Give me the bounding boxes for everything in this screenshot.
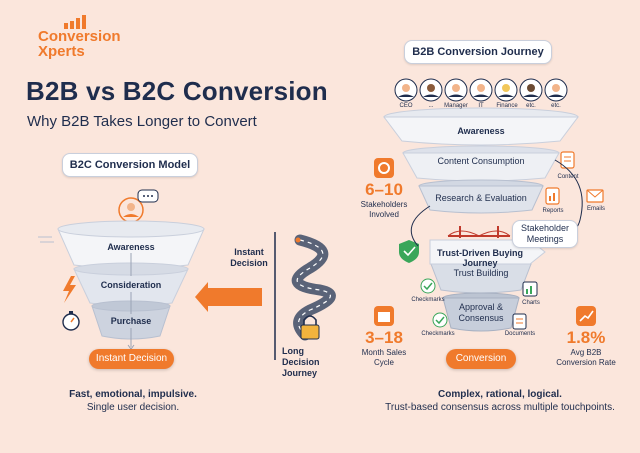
stopwatch-icon xyxy=(62,311,80,331)
page-subtitle: Why B2B Takes Longer to Convert xyxy=(27,113,257,130)
instant-decision-label: Instant Decision xyxy=(230,247,268,268)
instant-arrow-icon xyxy=(195,282,262,312)
stakeholder-label-4: Finance xyxy=(496,103,518,109)
gear-icon xyxy=(374,158,394,178)
report-icon xyxy=(545,187,560,205)
b2b-stage-approval: Approval & Consensus xyxy=(458,302,504,323)
b2c-stage-purchase: Purchase xyxy=(110,316,152,326)
stat-cycle-value: 3–18 xyxy=(365,328,403,347)
touchpoint-checkmarks-a: Checkmarks xyxy=(411,297,445,303)
b2b-stage-research: Research & Evaluation xyxy=(435,193,527,203)
b2c-stage-awareness: Awareness xyxy=(107,242,155,252)
b2b-stage-awareness: Awareness xyxy=(457,126,505,136)
b2b-stage-trust-journey: Trust-Driven Buying Journey xyxy=(436,248,523,268)
chart-icon xyxy=(522,281,538,297)
stakeholder-label-3: IT xyxy=(478,103,484,109)
bar-chart-icon xyxy=(64,15,86,29)
b2c-caption-line2: Single user decision. xyxy=(86,402,180,413)
touchpoint-documents: Documents xyxy=(504,331,536,337)
b2b-caption-line1: Complex, rational, logical. xyxy=(438,389,562,400)
b2b-stage-meetings: Stakeholder Meetings xyxy=(512,220,578,248)
b2b-conversion-badge: Conversion xyxy=(446,349,516,369)
b2b-stage-trust-building: Trust Building xyxy=(453,268,509,278)
touchpoint-reports: Reports xyxy=(542,208,564,214)
stakeholder-label-1: ... xyxy=(428,103,434,109)
b2b-heading: B2B Conversion Journey xyxy=(404,40,552,64)
stat-cycle-label: Month Sales Cycle xyxy=(361,348,407,367)
touchpoint-emails: Emails xyxy=(586,206,605,212)
b2b-stage-content: Content Consumption xyxy=(437,156,525,166)
b2c-heading: B2C Conversion Model xyxy=(62,153,198,177)
stakeholder-label-0: CEO xyxy=(399,103,413,109)
stakeholder-avatars xyxy=(394,78,568,102)
document-icon xyxy=(560,151,575,169)
b2c-stage-consideration: Consideration xyxy=(100,280,162,290)
b2c-instant-decision-badge: Instant Decision xyxy=(89,349,174,369)
stat-rate-value: 1.8% xyxy=(566,328,606,347)
envelope-icon xyxy=(586,189,604,203)
touchpoint-checkmarks-b: Checkmarks xyxy=(421,331,455,337)
winding-road-icon xyxy=(291,234,336,341)
b2b-caption-line2: Trust-based consensus across multiple to… xyxy=(385,402,615,413)
touchpoint-content: Content xyxy=(557,174,579,180)
page-title: B2B vs B2C Conversion xyxy=(26,76,328,106)
documents-icon xyxy=(512,313,527,330)
b2c-caption-line1: Fast, emotional, impulsive. xyxy=(69,389,197,400)
brand-logo-text[interactable]: Conversion Xperts xyxy=(38,28,121,60)
stakeholder-label-2: Manager xyxy=(444,103,468,109)
user-avatar-icon xyxy=(118,197,144,223)
checkmark-icon xyxy=(420,278,436,294)
lightning-icon xyxy=(63,276,76,303)
stat-stakeholders-value: 6–10 xyxy=(365,180,403,199)
shield-check-icon xyxy=(399,240,419,263)
speech-bubble-icon xyxy=(137,189,159,203)
padlock-icon xyxy=(300,315,320,340)
stakeholder-label-5: etc. xyxy=(526,103,536,109)
checkmark-icon xyxy=(432,312,448,328)
long-decision-label: Long Decision Journey xyxy=(282,346,320,378)
bridge-icon xyxy=(447,226,511,238)
calendar-icon xyxy=(374,306,394,326)
stat-rate-label: Avg B2B Conversion Rate xyxy=(556,348,616,367)
growth-chart-icon xyxy=(576,306,596,326)
stakeholder-label-6: etc. xyxy=(551,103,561,109)
touchpoint-charts: Charts xyxy=(522,300,540,306)
stat-stakeholders-label: Stakeholders Involved xyxy=(360,200,408,219)
